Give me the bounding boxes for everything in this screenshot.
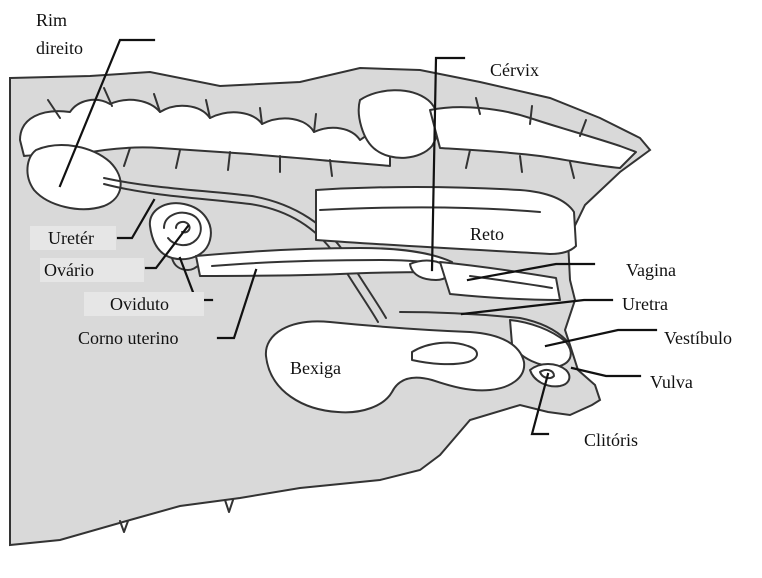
label-corno-uterino: Corno uterino	[78, 328, 179, 348]
label-uretra: Uretra	[622, 294, 668, 314]
label-bexiga: Bexiga	[290, 358, 341, 378]
label-ovario: Ovário	[44, 260, 94, 280]
label-rim-direito-line1: Rim	[36, 10, 67, 30]
label-rim-direito-line2: direito	[36, 38, 83, 58]
label-cervix: Cérvix	[490, 60, 539, 80]
label-vulva: Vulva	[650, 372, 693, 392]
label-vestibulo: Vestíbulo	[664, 328, 732, 348]
label-vagina: Vagina	[626, 260, 676, 280]
ovary	[150, 203, 211, 259]
label-ureter: Uretér	[48, 228, 94, 248]
label-oviduto: Oviduto	[110, 294, 169, 314]
label-reto: Reto	[470, 224, 504, 244]
label-clitoris: Clitóris	[584, 430, 638, 450]
